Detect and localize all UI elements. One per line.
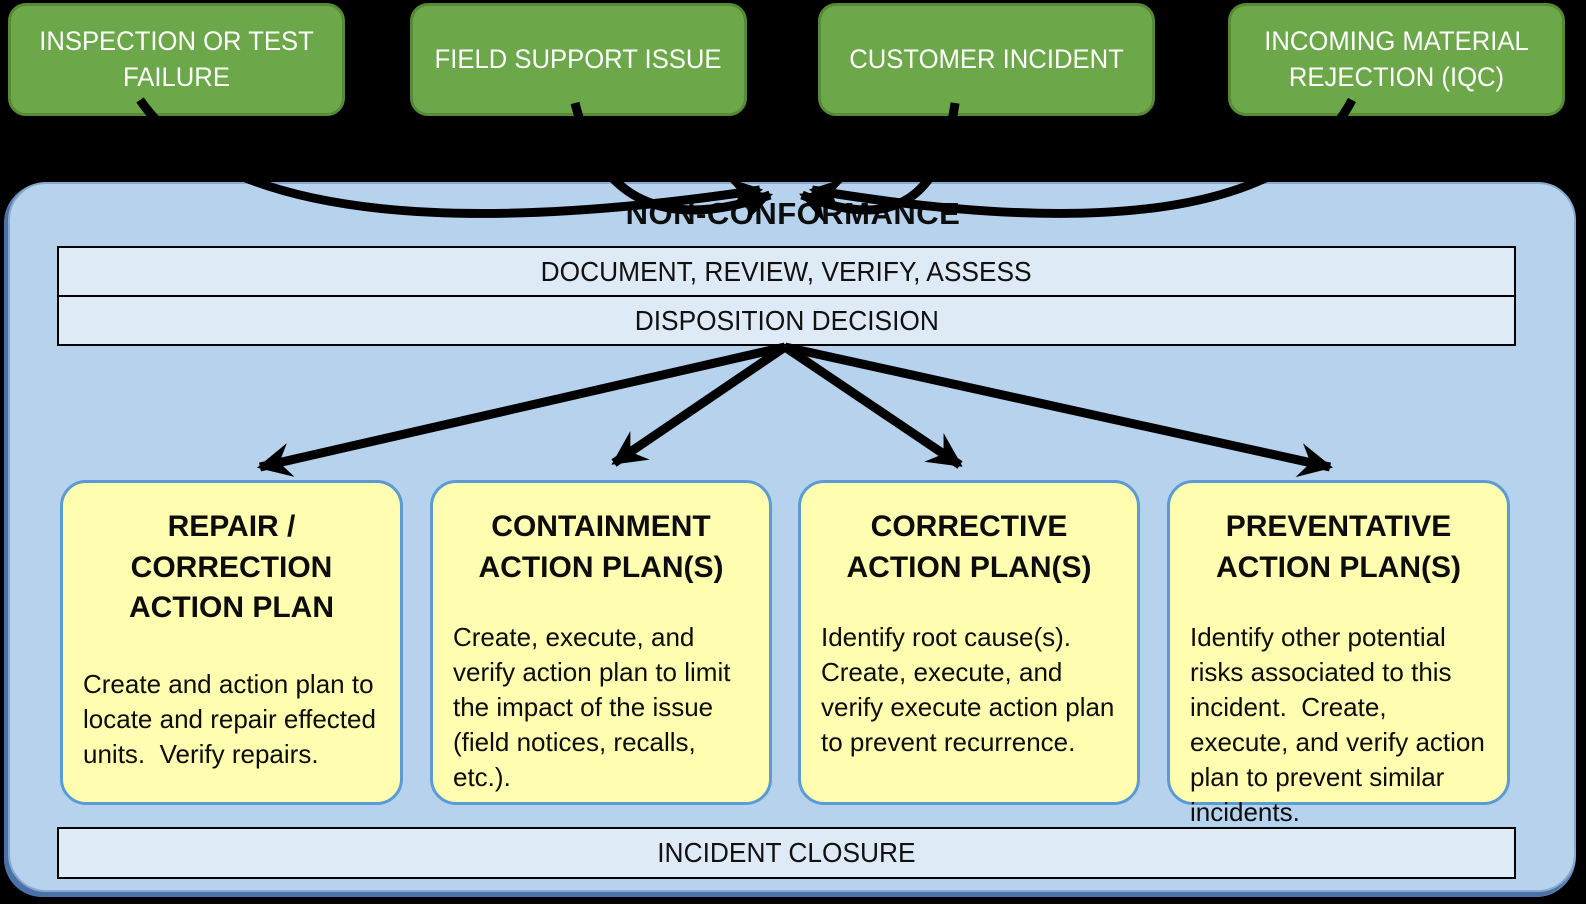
plan-box-repair-correction: REPAIR / CORRECTION ACTION PLAN Create a…	[60, 480, 403, 805]
step-bar-disposition-decision: DISPOSITION DECISION	[57, 295, 1516, 346]
step-bar-incident-closure: INCIDENT CLOSURE	[57, 827, 1516, 879]
source-label: INCOMING MATERIAL REJECTION (IQC)	[1264, 25, 1529, 92]
step-label: DISPOSITION DECISION	[634, 304, 939, 336]
source-box-field-support-issue: FIELD SUPPORT ISSUE	[410, 3, 747, 116]
source-box-incoming-material-rejection: INCOMING MATERIAL REJECTION (IQC)	[1228, 3, 1565, 116]
container-title: NON-CONFORMANCE	[625, 196, 961, 231]
source-label: FIELD SUPPORT ISSUE	[435, 43, 722, 74]
source-box-inspection-or-test-failure: INSPECTION OR TEST FAILURE	[8, 3, 345, 116]
plan-body: Identify other potential risks associate…	[1190, 622, 1493, 828]
source-label: CUSTOMER INCIDENT	[849, 43, 1124, 74]
plan-box-containment: CONTAINMENT ACTION PLAN(S) Create, execu…	[430, 480, 772, 805]
plan-body: Create and action plan to locate and rep…	[83, 668, 384, 769]
plan-title: CORRECTIVE ACTION PLAN(S)	[846, 510, 1092, 584]
plan-title: CONTAINMENT ACTION PLAN(S)	[478, 510, 724, 584]
plan-box-preventative: PREVENTATIVE ACTION PLAN(S) Identify oth…	[1167, 480, 1510, 827]
step-label: DOCUMENT, REVIEW, VERIFY, ASSESS	[541, 255, 1032, 287]
plan-title: PREVENTATIVE ACTION PLAN(S)	[1216, 510, 1461, 584]
plan-body: Identify root cause(s). Create, execute,…	[821, 622, 1122, 758]
step-bar-document-review-verify-assess: DOCUMENT, REVIEW, VERIFY, ASSESS	[57, 246, 1516, 297]
source-box-customer-incident: CUSTOMER INCIDENT	[818, 3, 1155, 116]
plan-title: REPAIR / CORRECTION ACTION PLAN	[129, 510, 334, 624]
plan-box-corrective: CORRECTIVE ACTION PLAN(S) Identify root …	[798, 480, 1140, 805]
plan-body: Create, execute, and verify action plan …	[453, 622, 738, 793]
source-label: INSPECTION OR TEST FAILURE	[39, 25, 314, 92]
step-label: INCIDENT CLOSURE	[657, 837, 916, 868]
